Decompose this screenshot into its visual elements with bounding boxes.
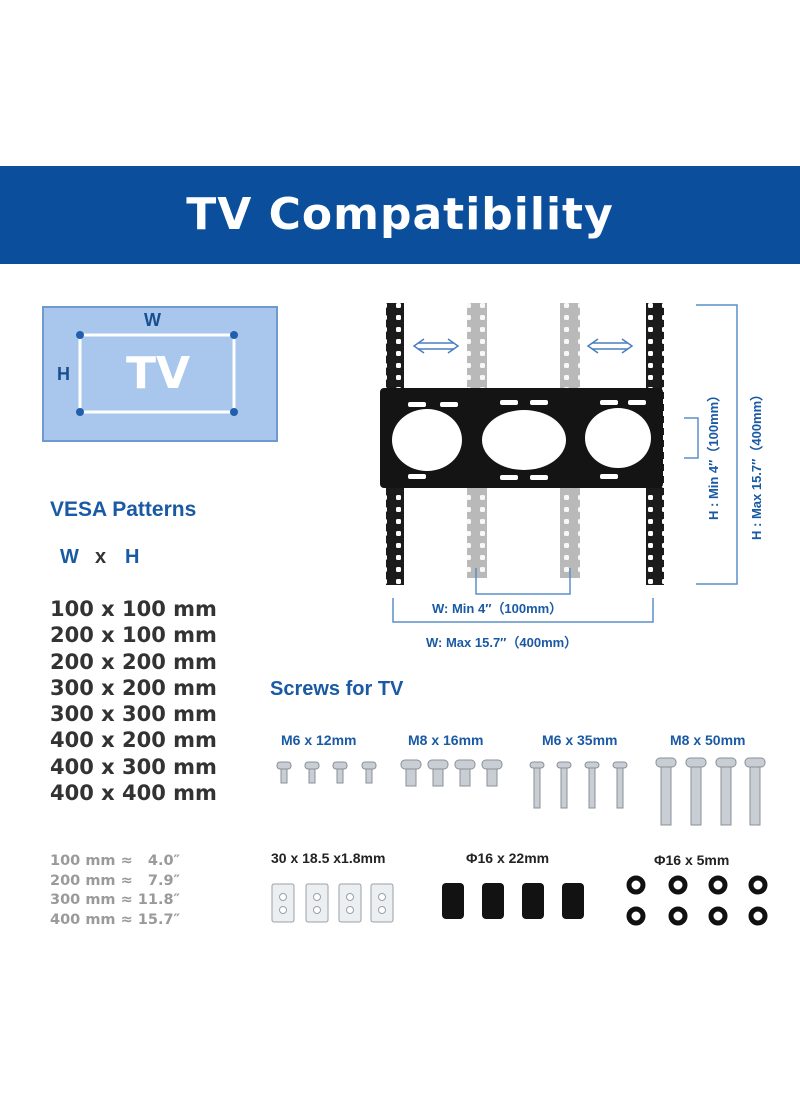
screws-title: Screws for TV [270, 678, 404, 700]
vesa-x-label: x [95, 546, 107, 568]
screw-m8x16-icons [400, 759, 503, 787]
vesa-pattern: 200 x 100 mm [50, 623, 217, 648]
ring-icons [626, 875, 768, 926]
vesa-pattern: 400 x 400 mm [50, 781, 217, 806]
spacer-icons [442, 883, 584, 919]
screw-size-label: M8 x 16mm [408, 732, 484, 748]
wall-plate [380, 388, 663, 488]
title-banner: TV Compatibility [0, 166, 800, 264]
washer-size-label: 30 x 18.5 x1.8mm [271, 850, 386, 866]
vesa-pattern: 400 x 200 mm [50, 728, 217, 753]
double-arrow-icon [412, 338, 460, 354]
spacer-size-label: Φ16 x 22mm [466, 850, 550, 866]
unit-conversion: 400 mm ≈ 15.7″ [50, 911, 181, 928]
dimension-lines [392, 304, 738, 623]
unit-conversion: 100 mm ≈ 4.0″ [50, 853, 181, 869]
screw-m6x35-icons [529, 761, 628, 809]
washer-plate-icons [271, 883, 394, 923]
vesa-pattern: 300 x 300 mm [50, 702, 217, 727]
vesa-pattern: 100 x 100 mm [50, 597, 217, 621]
ring-size-label: Φ16 x 5mm [654, 852, 730, 868]
tv-width-label: W [144, 310, 161, 330]
screw-size-label: M6 x 35mm [542, 732, 618, 748]
vesa-patterns-title: VESA Patterns [50, 498, 197, 521]
double-arrow-icon [586, 338, 634, 354]
unit-conversion: 200 mm ≈ 7.9″ [50, 872, 181, 889]
unit-conversion: 300 mm ≈ 11.8″ [50, 892, 181, 908]
width-min-label: W: Min 4″（100mm） [432, 601, 563, 616]
tv-label: TV [126, 348, 191, 399]
screw-m8x50-icons [655, 757, 766, 826]
tv-height-label: H [57, 364, 70, 384]
screw-size-label: M8 x 50mm [670, 732, 746, 748]
vesa-h-label: H [125, 546, 140, 568]
vesa-w-label: W [60, 546, 79, 568]
vesa-pattern-list: 100 x 100 mm 200 x 100 mm 200 x 200 mm 3… [50, 596, 217, 806]
screw-size-label: M6 x 12mm [281, 732, 357, 748]
page-title: TV Compatibility [186, 189, 614, 240]
screw-m6x12-icons [276, 761, 377, 784]
width-max-label: W: Max 15.7″（400mm） [426, 635, 578, 650]
unit-conversion-list: 100 mm ≈ 4.0″ 200 mm ≈ 7.9″ 300 mm ≈ 11.… [50, 852, 180, 930]
vesa-pattern: 200 x 200 mm [50, 649, 217, 674]
vesa-pattern: 300 x 200 mm [50, 675, 217, 700]
vesa-pattern: 400 x 300 mm [50, 754, 217, 779]
